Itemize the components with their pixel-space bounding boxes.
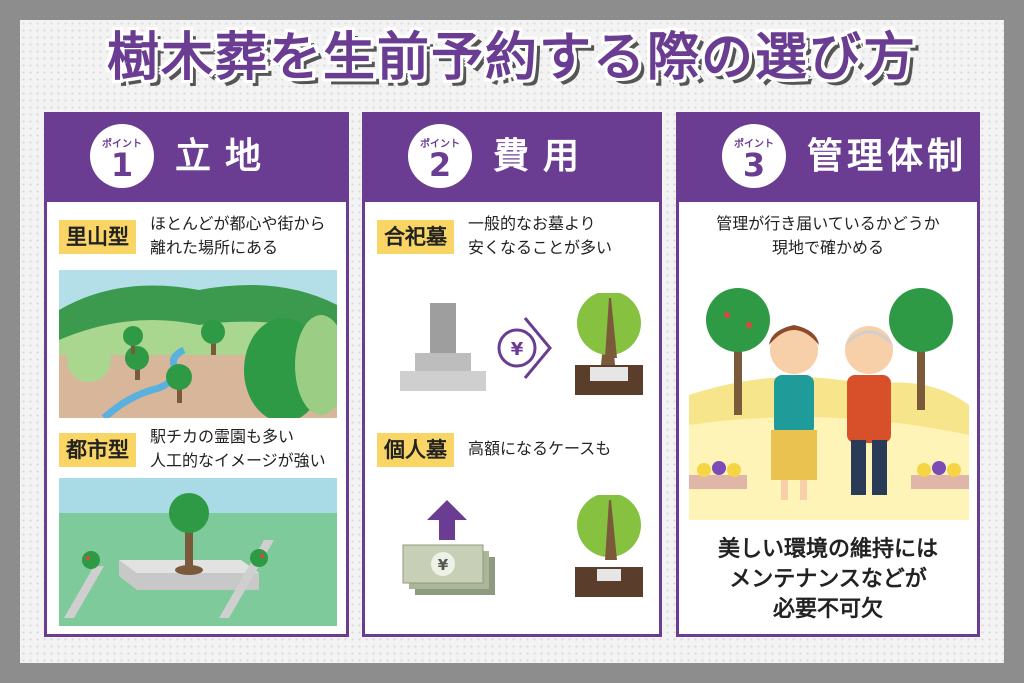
point-number: 3	[742, 146, 766, 184]
individual-grave-description: 高額になるケースも	[468, 437, 611, 461]
yen-icon: ¥	[438, 556, 449, 574]
page-title: 樹木葬を生前予約する際の選び方	[106, 28, 917, 88]
description-line: ほとんどが都心や街から	[150, 214, 326, 233]
point-number: 1	[110, 146, 134, 184]
panel-heading: 管理体制	[807, 136, 968, 177]
description-line: 駅チカの霊園も多い	[150, 427, 295, 446]
point-label: ポイント	[102, 139, 142, 150]
point-badge: ポイント 3	[722, 124, 786, 188]
joint-grave-tag: 合祀墓	[377, 220, 454, 254]
point-label: ポイント	[420, 139, 460, 150]
point-badge: ポイント 2	[408, 124, 472, 188]
joint-grave-description: 一般的なお墓より 安くなることが多い	[468, 212, 612, 260]
panel-header: ポイント 3 管理体制	[679, 115, 977, 202]
panel-heading: 立地	[175, 136, 276, 177]
point-label: ポイント	[734, 139, 774, 150]
panel-header: ポイント 1 立地	[47, 115, 346, 202]
conclusion-line: メンテナンスなどが	[729, 567, 927, 592]
panel-header: ポイント 2 費用	[365, 115, 659, 202]
management-intro: 管理が行き届いているかどうか 現地で確かめる	[679, 212, 977, 260]
satoyama-illustration	[59, 270, 337, 418]
couple-illustration	[689, 288, 969, 520]
individual-grave-tag: 個人墓	[377, 433, 454, 467]
intro-line: 管理が行き届いているかどうか	[716, 214, 940, 233]
description-line: 高額になるケースも	[468, 439, 612, 458]
yen-icon: ¥	[511, 339, 524, 360]
point-number: 2	[428, 146, 452, 184]
description-line: 人工的なイメージが強い	[150, 451, 326, 470]
description-line: 離れた場所にある	[150, 238, 279, 257]
panel-cost: ポイント 2 費用 合祀墓 一般的なお墓より 安くなることが多い ¥ 個人墓 高…	[362, 112, 662, 637]
intro-line: 現地で確かめる	[771, 238, 884, 257]
urban-tag: 都市型	[59, 433, 136, 467]
conclusion-line: 美しい環境の維持には	[717, 537, 938, 562]
panel-management: ポイント 3 管理体制 管理が行き届いているかどうか 現地で確かめる 美しい環境…	[676, 112, 980, 637]
point-badge: ポイント 1	[90, 124, 154, 188]
cost-up-illustration: ¥	[402, 495, 643, 597]
urban-illustration	[59, 478, 337, 626]
urban-description: 駅チカの霊園も多い 人工的なイメージが強い	[150, 425, 326, 473]
description-line: 安くなることが多い	[468, 238, 613, 257]
satoyama-description: ほとんどが都心や街から 離れた場所にある	[150, 212, 326, 260]
conclusion-line: 必要不可欠	[772, 597, 883, 622]
panel-heading: 費用	[493, 136, 594, 177]
description-line: 一般的なお墓より	[468, 214, 596, 233]
panel-location: ポイント 1 立地 里山型 ほとんどが都心や街から 離れた場所にある 都市型 駅…	[44, 112, 349, 637]
satoyama-tag: 里山型	[59, 220, 136, 254]
management-conclusion: 美しい環境の維持には メンテナンスなどが 必要不可欠	[679, 535, 977, 625]
cost-comparison-illustration: ¥	[400, 293, 643, 395]
